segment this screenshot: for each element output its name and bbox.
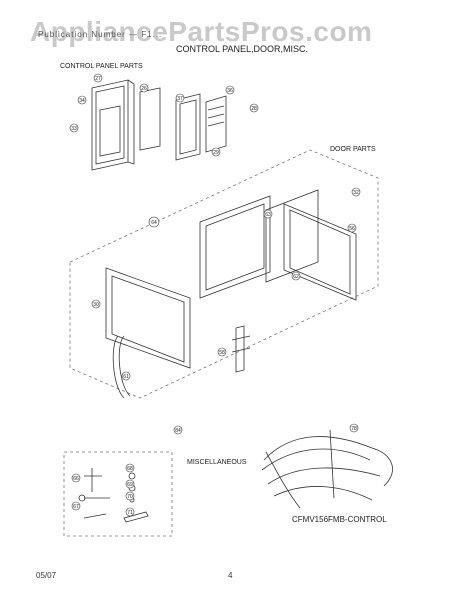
misc-parts-box — [63, 451, 173, 537]
svg-text:63: 63 — [265, 212, 271, 218]
svg-text:26: 26 — [141, 86, 147, 92]
svg-text:30: 30 — [93, 302, 99, 308]
callout-bubble: 66 — [71, 473, 81, 483]
callout-bubble: 32 — [351, 187, 361, 197]
svg-text:33: 33 — [71, 126, 77, 132]
callout-bubble: 33 — [69, 123, 79, 133]
page-subheader: Publication Number — F1... — [38, 30, 163, 39]
svg-text:32: 32 — [353, 190, 359, 196]
svg-text:58: 58 — [219, 350, 225, 356]
svg-text:70: 70 — [127, 494, 133, 500]
svg-text:28: 28 — [251, 106, 257, 112]
callout-bubble: 37 — [175, 93, 185, 103]
control-board — [205, 95, 227, 153]
section-label-misc: MISCELLANEOUS — [187, 459, 247, 466]
section-label-door: DOOR PARTS — [330, 146, 376, 153]
svg-text:27: 27 — [95, 76, 101, 82]
control-panel-membrane — [139, 87, 161, 151]
callout-bubble: 71 — [125, 507, 135, 517]
callout-bubble: 36 — [225, 85, 235, 95]
callout-bubble: 78 — [349, 423, 359, 433]
svg-text:69: 69 — [127, 482, 133, 488]
svg-text:34: 34 — [79, 98, 85, 104]
callout-bubble: 62 — [291, 271, 301, 281]
callout-bubble: 34 — [77, 95, 87, 105]
svg-text:61: 61 — [123, 374, 129, 380]
callout-bubble: 68 — [125, 463, 135, 473]
footer-date: 05/07 — [36, 571, 57, 580]
svg-text:67: 67 — [73, 504, 79, 510]
callout-bubble: 84 — [173, 425, 183, 435]
callout-bubble: 67 — [71, 501, 81, 511]
callout-bubble: 29 — [211, 147, 221, 157]
svg-text:71: 71 — [127, 510, 133, 516]
callout-bubble: 61 — [121, 371, 131, 381]
door-outer-panel — [283, 203, 357, 301]
svg-text:64: 64 — [151, 220, 157, 226]
wire-harness — [261, 429, 393, 509]
svg-text:37: 37 — [177, 96, 183, 102]
callout-bubble: 28 — [249, 103, 259, 113]
door-handle — [112, 335, 131, 399]
svg-text:84: 84 — [175, 428, 181, 434]
svg-text:62: 62 — [293, 274, 299, 280]
control-board-bracket — [175, 93, 201, 161]
door-choke-frame — [199, 195, 271, 299]
callout-bubble: 27 — [93, 73, 103, 83]
door-latch — [231, 325, 251, 373]
svg-text:36: 36 — [227, 88, 233, 94]
svg-text:68: 68 — [127, 466, 133, 472]
door-front-panel — [105, 267, 191, 369]
callout-bubble: 69 — [125, 479, 135, 489]
callout-bubble: 56 — [347, 223, 357, 233]
callout-bubble: 70 — [125, 491, 135, 501]
callout-bubble: 26 — [139, 83, 149, 93]
section-label-control-panel: CONTROL PANEL PARTS — [60, 63, 143, 70]
door-glass — [265, 189, 319, 283]
svg-text:56: 56 — [349, 226, 355, 232]
misc-parts — [78, 468, 149, 523]
callout-bubble: 30 — [91, 299, 101, 309]
model-label: CFMV156FMB-CONTROL — [292, 515, 387, 524]
control-panel-frame — [91, 79, 135, 171]
callout-bubble: 64 — [148, 216, 160, 228]
page-title: CONTROL PANEL,DOOR,MISC. — [176, 44, 309, 54]
svg-text:78: 78 — [351, 426, 357, 432]
watermark: AppliancePartsPros.com — [30, 16, 373, 47]
footer-page-number: 4 — [228, 571, 233, 580]
callout-bubble: 63 — [263, 209, 273, 219]
svg-text:29: 29 — [213, 150, 219, 156]
svg-text:66: 66 — [73, 476, 79, 482]
callout-bubble: 58 — [217, 347, 227, 357]
